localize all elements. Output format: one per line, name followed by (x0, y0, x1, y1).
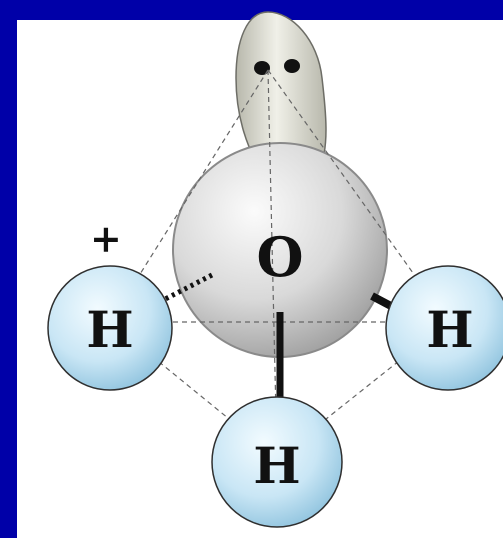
oxygen-label: O (256, 225, 303, 289)
hydrogen-label-left: H (86, 300, 133, 359)
hydrogen-label-right: H (426, 300, 473, 359)
charge-label: + (90, 216, 122, 261)
hydrogen-label-bottom: H (253, 436, 300, 495)
lone-pair-electron-right (284, 59, 300, 73)
